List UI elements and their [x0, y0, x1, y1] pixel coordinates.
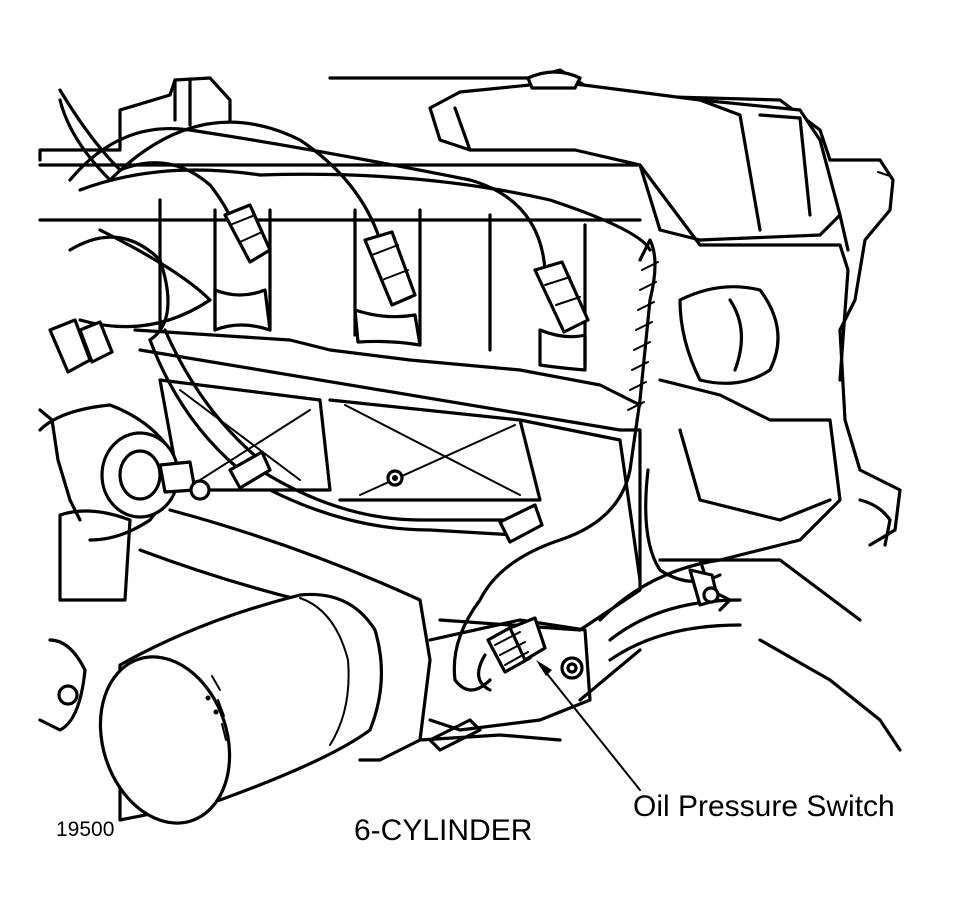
engine-type-label: 6-CYLINDER	[354, 814, 533, 847]
oil-pressure-switch-label: Oil Pressure Switch	[633, 790, 895, 823]
wire-clips	[228, 450, 720, 607]
distributor-assembly	[38, 403, 211, 732]
spark-plug-boots	[48, 203, 590, 374]
timing-cover	[578, 285, 902, 752]
oil-pressure-switch-leader	[536, 660, 641, 791]
oil-filter	[98, 592, 384, 825]
lower-block	[138, 508, 592, 762]
oil-pressure-switch	[477, 616, 547, 692]
spark-plug-wires	[58, 88, 722, 692]
figure-number: 19500	[56, 818, 115, 841]
valve-cover	[428, 70, 850, 252]
